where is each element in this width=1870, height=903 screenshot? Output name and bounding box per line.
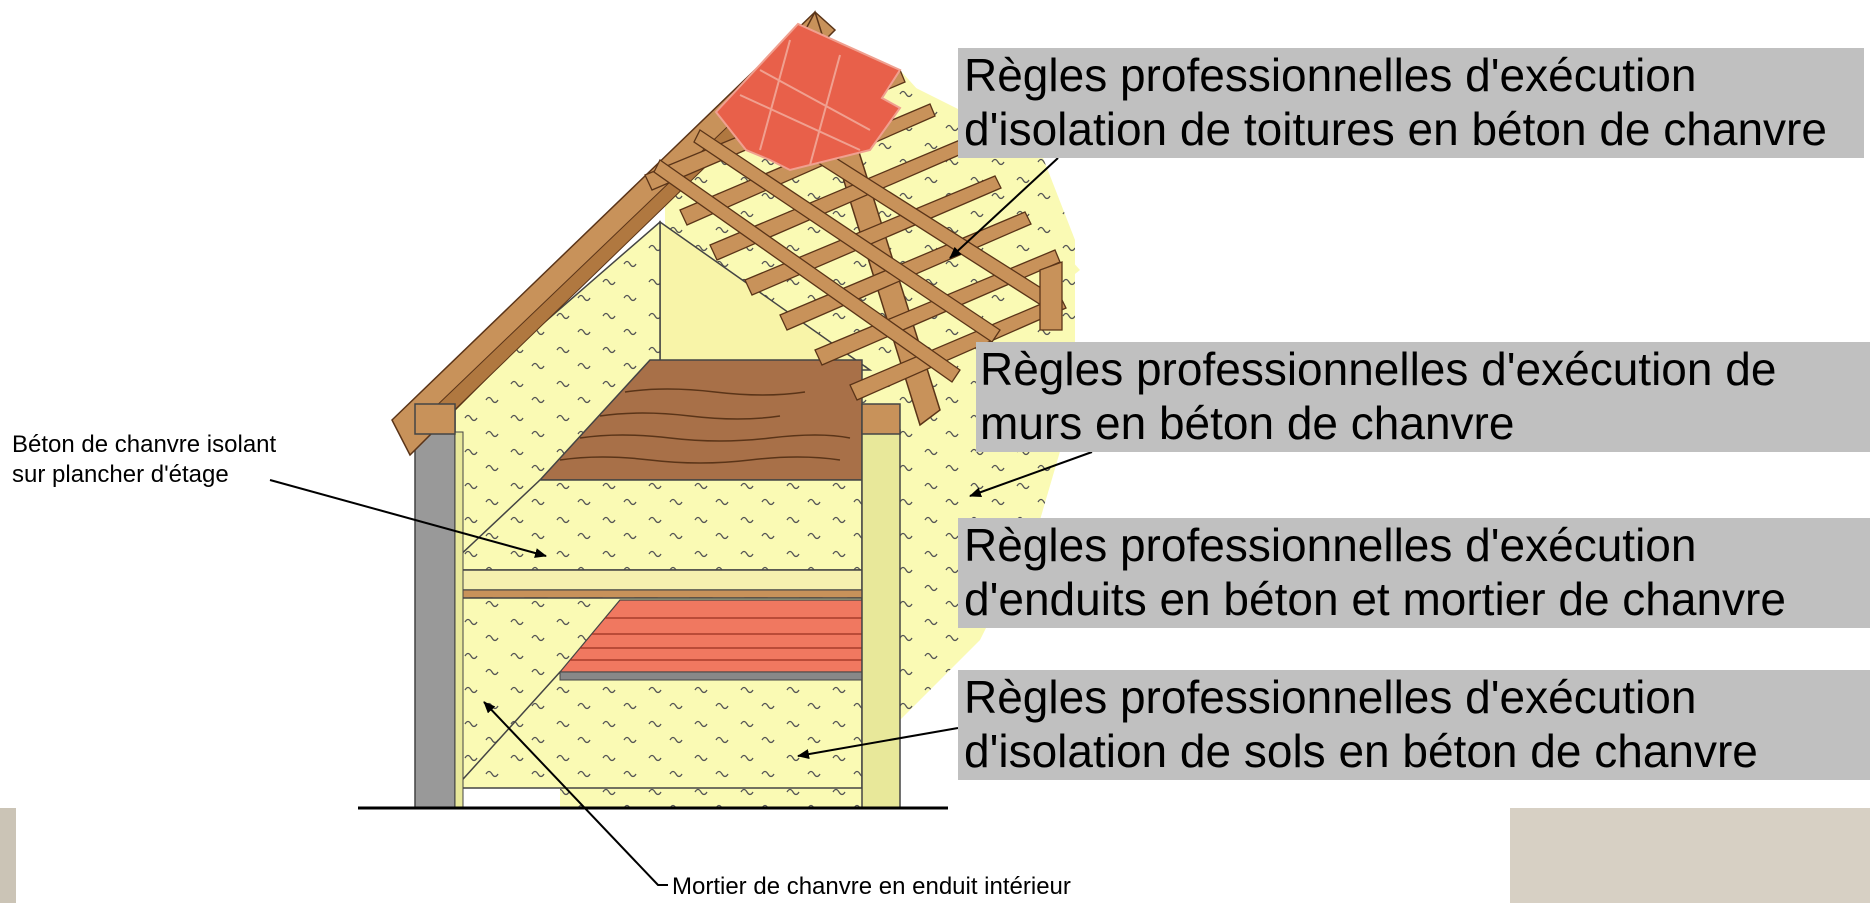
right-photo-strip (1510, 808, 1870, 903)
leader-arrows (269, 157, 1093, 886)
callout-enduits: Règles professionnelles d'exécution d'en… (958, 518, 1870, 628)
callout-toitures: Règles professionnelles d'exécution d'is… (958, 48, 1864, 158)
left-wall-hemp (454, 431, 464, 809)
right-wall (861, 429, 901, 809)
floor-slab (454, 569, 863, 591)
arrow-murs (969, 451, 1093, 497)
left-photo-strip (0, 808, 16, 903)
callout-toitures-line2: d'isolation de toitures en béton de chan… (964, 103, 1827, 155)
callout-murs-line1: Règles professionnelles d'exécution de (980, 343, 1777, 395)
callout-sols-line1: Règles professionnelles d'exécution (964, 671, 1697, 723)
right-wall-plate (861, 403, 901, 435)
callout-murs-line2: murs en béton de chanvre (980, 397, 1515, 449)
left-wall-render (414, 431, 456, 809)
callout-sols-line2: d'isolation de sols en béton de chanvre (964, 725, 1758, 777)
arrow-sols (797, 727, 959, 760)
left-wall-plate (414, 403, 456, 435)
label-plancher-line1: Béton de chanvre isolant (12, 431, 277, 458)
callout-murs: Règles professionnelles d'exécution de m… (976, 342, 1870, 452)
label-plancher: Béton de chanvre isolant sur plancher d'… (12, 430, 276, 490)
arrow-mortier (483, 701, 668, 886)
label-mortier: Mortier de chanvre en enduit intérieur (672, 873, 1071, 900)
callout-sols: Règles professionnelles d'exécution d'is… (958, 670, 1870, 780)
arrow-toitures (949, 157, 1059, 259)
arrow-plancher (269, 479, 547, 558)
floor-beam (454, 589, 863, 599)
callout-enduits-line1: Règles professionnelles d'exécution (964, 519, 1697, 571)
label-plancher-line2: sur plancher d'étage (12, 461, 229, 488)
tile-base (559, 671, 863, 681)
callout-enduits-line2: d'enduits en béton et mortier de chanvre (964, 573, 1786, 625)
callout-toitures-line1: Règles professionnelles d'exécution (964, 49, 1697, 101)
